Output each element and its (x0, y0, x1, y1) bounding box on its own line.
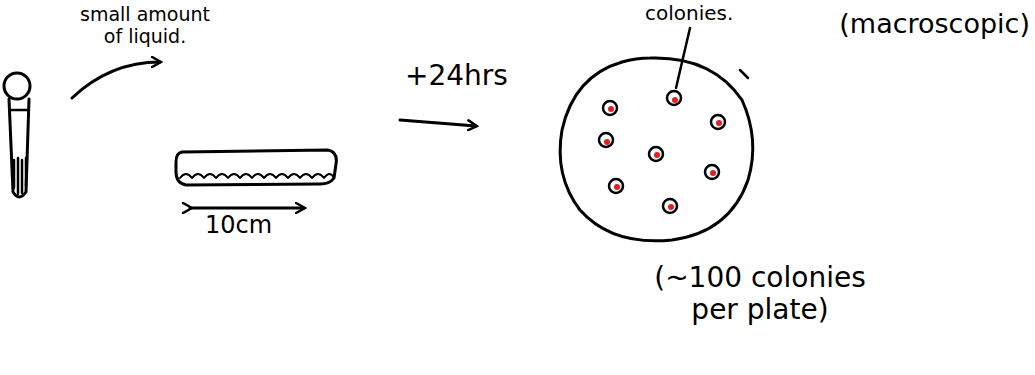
dimension-arrow (190, 207, 304, 210)
note-label: small amount of liquid. (70, 4, 220, 48)
dropper (4, 73, 30, 197)
callout-label: colonies. (645, 2, 775, 25)
time-arrow (400, 120, 476, 126)
note-label: (~100 colonies per plate) (640, 262, 880, 326)
petri-dish (176, 150, 336, 185)
time-label: +24hrs (405, 60, 515, 92)
agar-plate (560, 58, 753, 241)
transfer-arrow (72, 62, 160, 98)
leader-line (676, 28, 690, 88)
colonies (599, 91, 725, 213)
dimension-label: 10cm (205, 212, 305, 240)
note-label: (macroscopic) (790, 8, 1030, 39)
